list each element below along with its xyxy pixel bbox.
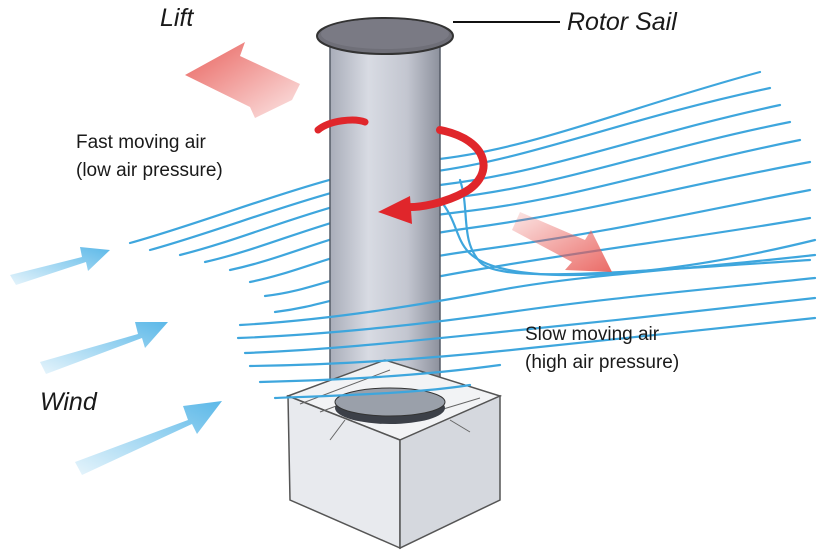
downstream-force-arrow — [512, 212, 612, 272]
slow-air-label-line2: (high air pressure) — [525, 352, 680, 373]
wind-arrow-3 — [75, 401, 222, 475]
wind-label: Wind — [40, 388, 97, 416]
lift-label: Lift — [160, 4, 194, 32]
wind-arrows — [10, 247, 222, 475]
wind-arrow-2 — [40, 322, 168, 374]
fast-air-label-line1: Fast moving air — [76, 132, 206, 153]
wind-arrow-1 — [10, 247, 110, 285]
rotor-sail-label: Rotor Sail — [567, 8, 677, 36]
airflow-lines-front — [236, 178, 817, 400]
fast-air-label-line2: (low air pressure) — [76, 160, 223, 181]
lift-arrow — [185, 42, 300, 118]
slow-air-label-line1: Slow moving air — [525, 324, 660, 345]
rotor-sail-cylinder — [316, 17, 454, 411]
rotor-base — [285, 359, 503, 550]
rotation-arrow — [314, 116, 488, 224]
